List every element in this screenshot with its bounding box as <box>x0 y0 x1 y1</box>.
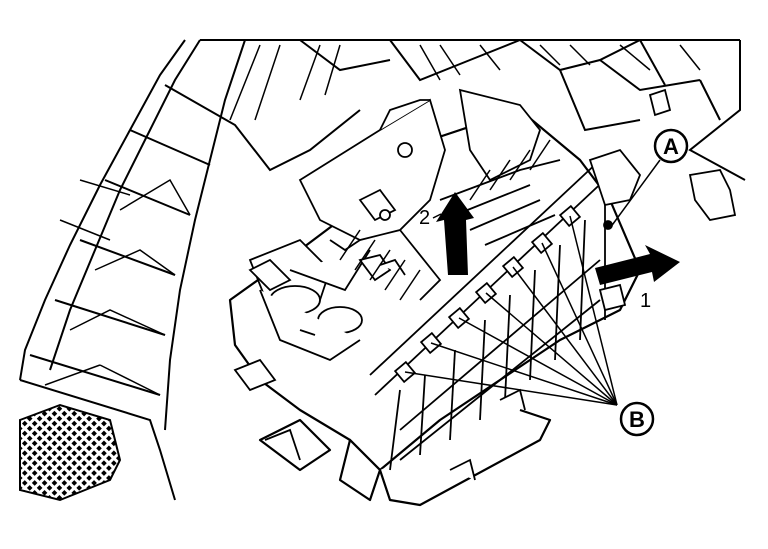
callout-b: B <box>404 215 655 437</box>
callout-b-leaders <box>404 215 618 406</box>
inner-ribs <box>339 139 551 301</box>
right-bracket <box>648 88 737 221</box>
panel-ribs <box>44 44 701 396</box>
step-2-leader <box>432 213 442 219</box>
inner-mechanism <box>233 88 561 481</box>
dash-panel-frame <box>19 39 746 501</box>
callout-a: A <box>609 128 689 229</box>
arrow-right-icon <box>595 245 680 285</box>
callout-a-label: A <box>663 134 679 159</box>
callout-b-label: B <box>629 407 645 432</box>
step-1-label: 1 <box>640 290 651 312</box>
speaker-grille <box>19 403 122 502</box>
part-a-tab <box>588 148 642 312</box>
step-2-label: 2 <box>419 207 430 229</box>
arrow-up-icon <box>436 192 474 275</box>
